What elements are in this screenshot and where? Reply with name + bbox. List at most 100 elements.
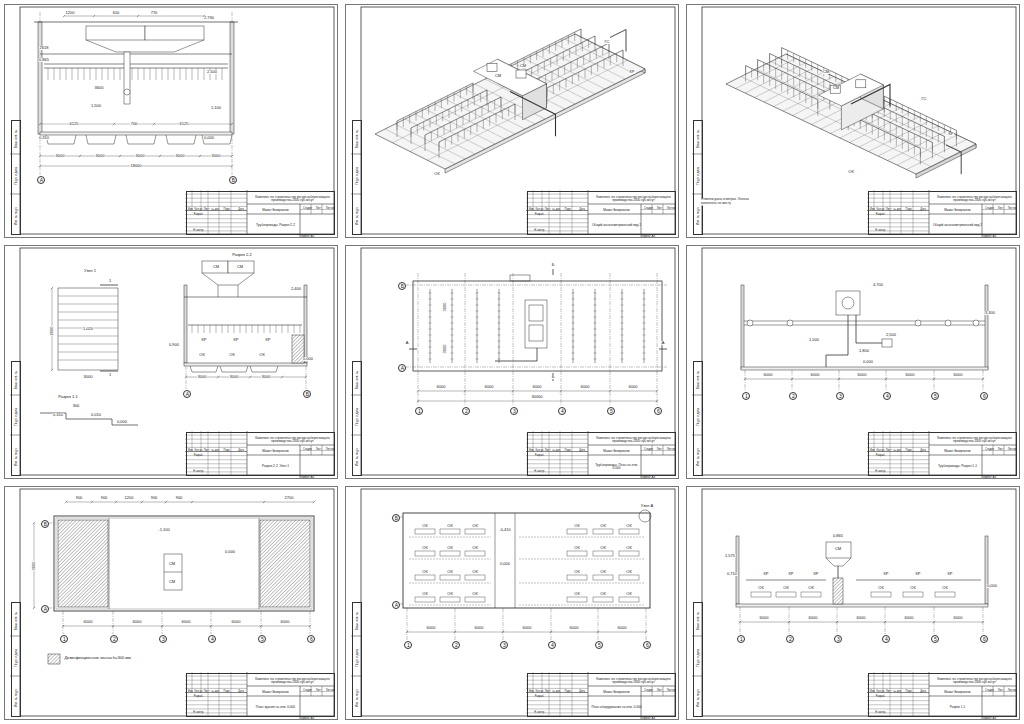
building-outline xyxy=(403,513,650,608)
title-cell: Лист xyxy=(998,448,1004,451)
axis-label: А xyxy=(40,178,43,183)
drawing-line xyxy=(526,455,588,456)
drawing-label: 0,000 xyxy=(117,420,128,424)
title-cell: Разраб. xyxy=(535,213,544,216)
title-cell: Разраб. xyxy=(876,213,885,216)
tank xyxy=(487,64,497,72)
drawing-line xyxy=(867,222,929,223)
sheet-format: Формат А3 xyxy=(640,235,655,238)
axis-label: 1 xyxy=(740,637,743,642)
dimension-tick xyxy=(51,287,53,289)
title-cell: Изм. xyxy=(188,691,194,694)
drawing-line xyxy=(867,712,929,713)
title-cell: Подп. xyxy=(906,209,913,212)
drawing-label: 1,500 xyxy=(809,338,820,342)
sprinkler-drop xyxy=(501,97,502,106)
drawing-line xyxy=(874,672,875,693)
dimension-tick xyxy=(65,501,67,503)
drawing-line xyxy=(409,605,491,606)
title-cell: Н. контр. xyxy=(875,471,886,474)
drawing-label: СМ xyxy=(835,547,842,551)
dimension-tick xyxy=(982,378,984,380)
title-cell: Дата xyxy=(579,209,585,212)
sprinkler-drop xyxy=(609,43,610,52)
sheet-drawing xyxy=(10,248,334,475)
drawing-line xyxy=(542,190,543,211)
sprinkler-drop xyxy=(204,68,205,80)
sprinkler-drop xyxy=(192,68,193,80)
drawing-line xyxy=(247,214,334,215)
drawing-label: ОК xyxy=(878,586,884,590)
sprinkler-drop xyxy=(574,32,575,41)
drawing-line xyxy=(588,190,589,234)
dimension-line xyxy=(418,391,657,392)
axis-label: Б xyxy=(232,178,235,183)
sheet-name: Общий аксонометрический вид 1 xyxy=(592,224,642,227)
title-cell: № док. xyxy=(552,209,560,212)
sprinkler-drop xyxy=(908,143,909,152)
title-block: Комплекс по строительству ресурсосберега… xyxy=(868,432,1017,476)
floor xyxy=(736,604,988,607)
drawing-line xyxy=(185,700,247,701)
sprinkler-drop xyxy=(530,54,531,63)
rack-pipe xyxy=(519,36,595,74)
drawing-label: ОК xyxy=(626,570,632,574)
axis-line xyxy=(886,370,887,391)
dimension-tick xyxy=(115,501,117,503)
axis-label: 1 xyxy=(407,643,410,648)
sprinkler-drop xyxy=(464,129,465,138)
drawing-line xyxy=(526,459,588,460)
drawing-line xyxy=(429,341,432,342)
drawing-sheet: Формат А3Взам. инв. №Подп. и датаИнв. № … xyxy=(4,245,338,479)
sprinkler-drop xyxy=(926,116,927,125)
sprinkler-drop xyxy=(823,79,824,88)
drawing-line xyxy=(219,693,220,717)
rack-pipe xyxy=(44,64,228,65)
stamp-text: Инв. № подл. xyxy=(356,689,359,708)
drawing-line xyxy=(300,209,334,210)
drawing-line xyxy=(594,353,597,354)
drawing-line xyxy=(594,293,597,294)
tank xyxy=(145,26,204,40)
main-pipe xyxy=(851,85,890,107)
dimension-tick xyxy=(33,607,35,609)
axis-label: Б xyxy=(306,392,309,397)
axis-bubble: 3 xyxy=(159,635,167,643)
title-cell: Лист xyxy=(886,450,892,453)
drawing-line xyxy=(641,445,642,475)
sprinkler-drop xyxy=(588,39,589,48)
drawing-line xyxy=(164,572,182,573)
drawing-label: 700 xyxy=(130,122,137,126)
drawing-sheet: Формат А3Взам. инв. №Подп. и датаИнв. № … xyxy=(686,486,1020,720)
drawing-line xyxy=(867,463,929,464)
sprinkler-drop xyxy=(454,93,455,102)
dimension-tick xyxy=(159,155,161,157)
rack-pipe xyxy=(573,289,574,363)
drawing-label: 6000 xyxy=(953,616,963,620)
wall xyxy=(38,22,42,134)
drawing-line xyxy=(498,323,501,324)
drawing-label: Узел 1 xyxy=(84,269,97,273)
sprinkler-drop xyxy=(591,66,592,75)
drawing-label: 900 xyxy=(75,496,82,500)
axis-label: 6 xyxy=(646,643,649,648)
drawing-label: 2,500 xyxy=(207,70,218,74)
drawing-line xyxy=(526,194,588,195)
drawing-label: КР xyxy=(813,572,819,576)
sprinkler-drop xyxy=(451,136,452,145)
drawing-line xyxy=(594,317,597,318)
dimension-tick xyxy=(141,501,143,503)
wall xyxy=(985,536,988,604)
drawing-line xyxy=(185,708,247,709)
sprinkler-drop xyxy=(902,140,903,149)
project-title: Комплекс по строительству ресурсосберега… xyxy=(251,196,335,203)
inner-frame xyxy=(361,7,675,234)
sheet-drawing xyxy=(692,7,1016,234)
drawing-line xyxy=(572,341,575,342)
drawing-label: 0,900 xyxy=(169,343,180,347)
sheet-drawing xyxy=(692,248,1016,475)
drawing-line xyxy=(901,211,902,235)
title-cell: Лист xyxy=(204,209,210,212)
drawing-line xyxy=(867,676,929,677)
drawing-label: 2700 xyxy=(284,496,294,500)
